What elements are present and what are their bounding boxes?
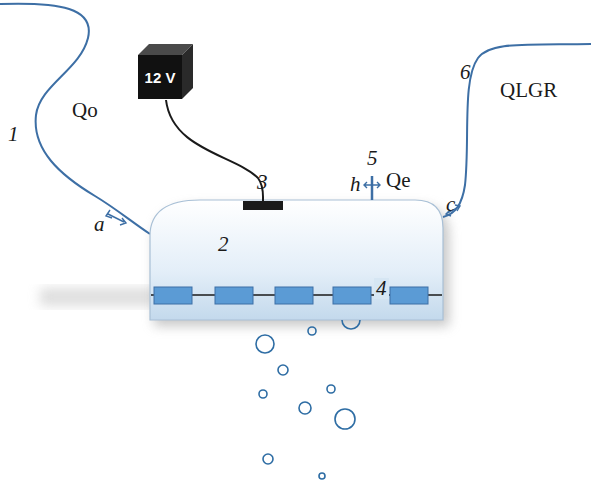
shadow	[40, 288, 160, 306]
flow-label: QLGR	[500, 80, 557, 101]
outlet-tube	[443, 44, 591, 217]
callout-number: 6	[460, 62, 471, 83]
valve-letter: h	[350, 174, 361, 195]
flow-label: Qo	[72, 100, 98, 121]
callout-number: 4	[374, 278, 389, 299]
vent-port	[371, 176, 374, 200]
power-wire	[166, 100, 263, 201]
valve-letter: c	[446, 194, 455, 215]
bubbles	[256, 320, 360, 479]
callout-number: 5	[367, 148, 378, 169]
chamber	[150, 200, 443, 320]
inlet-tube	[0, 4, 150, 234]
sensor	[243, 201, 283, 210]
flow-label: Qe	[386, 170, 411, 191]
callout-number: 3	[257, 172, 268, 193]
callout-number: 1	[8, 124, 19, 145]
callout-number: 2	[218, 234, 229, 255]
battery-box: 12 V	[138, 44, 193, 99]
voltage-label: 12 V	[145, 70, 176, 85]
valve-letter: a	[94, 214, 105, 235]
